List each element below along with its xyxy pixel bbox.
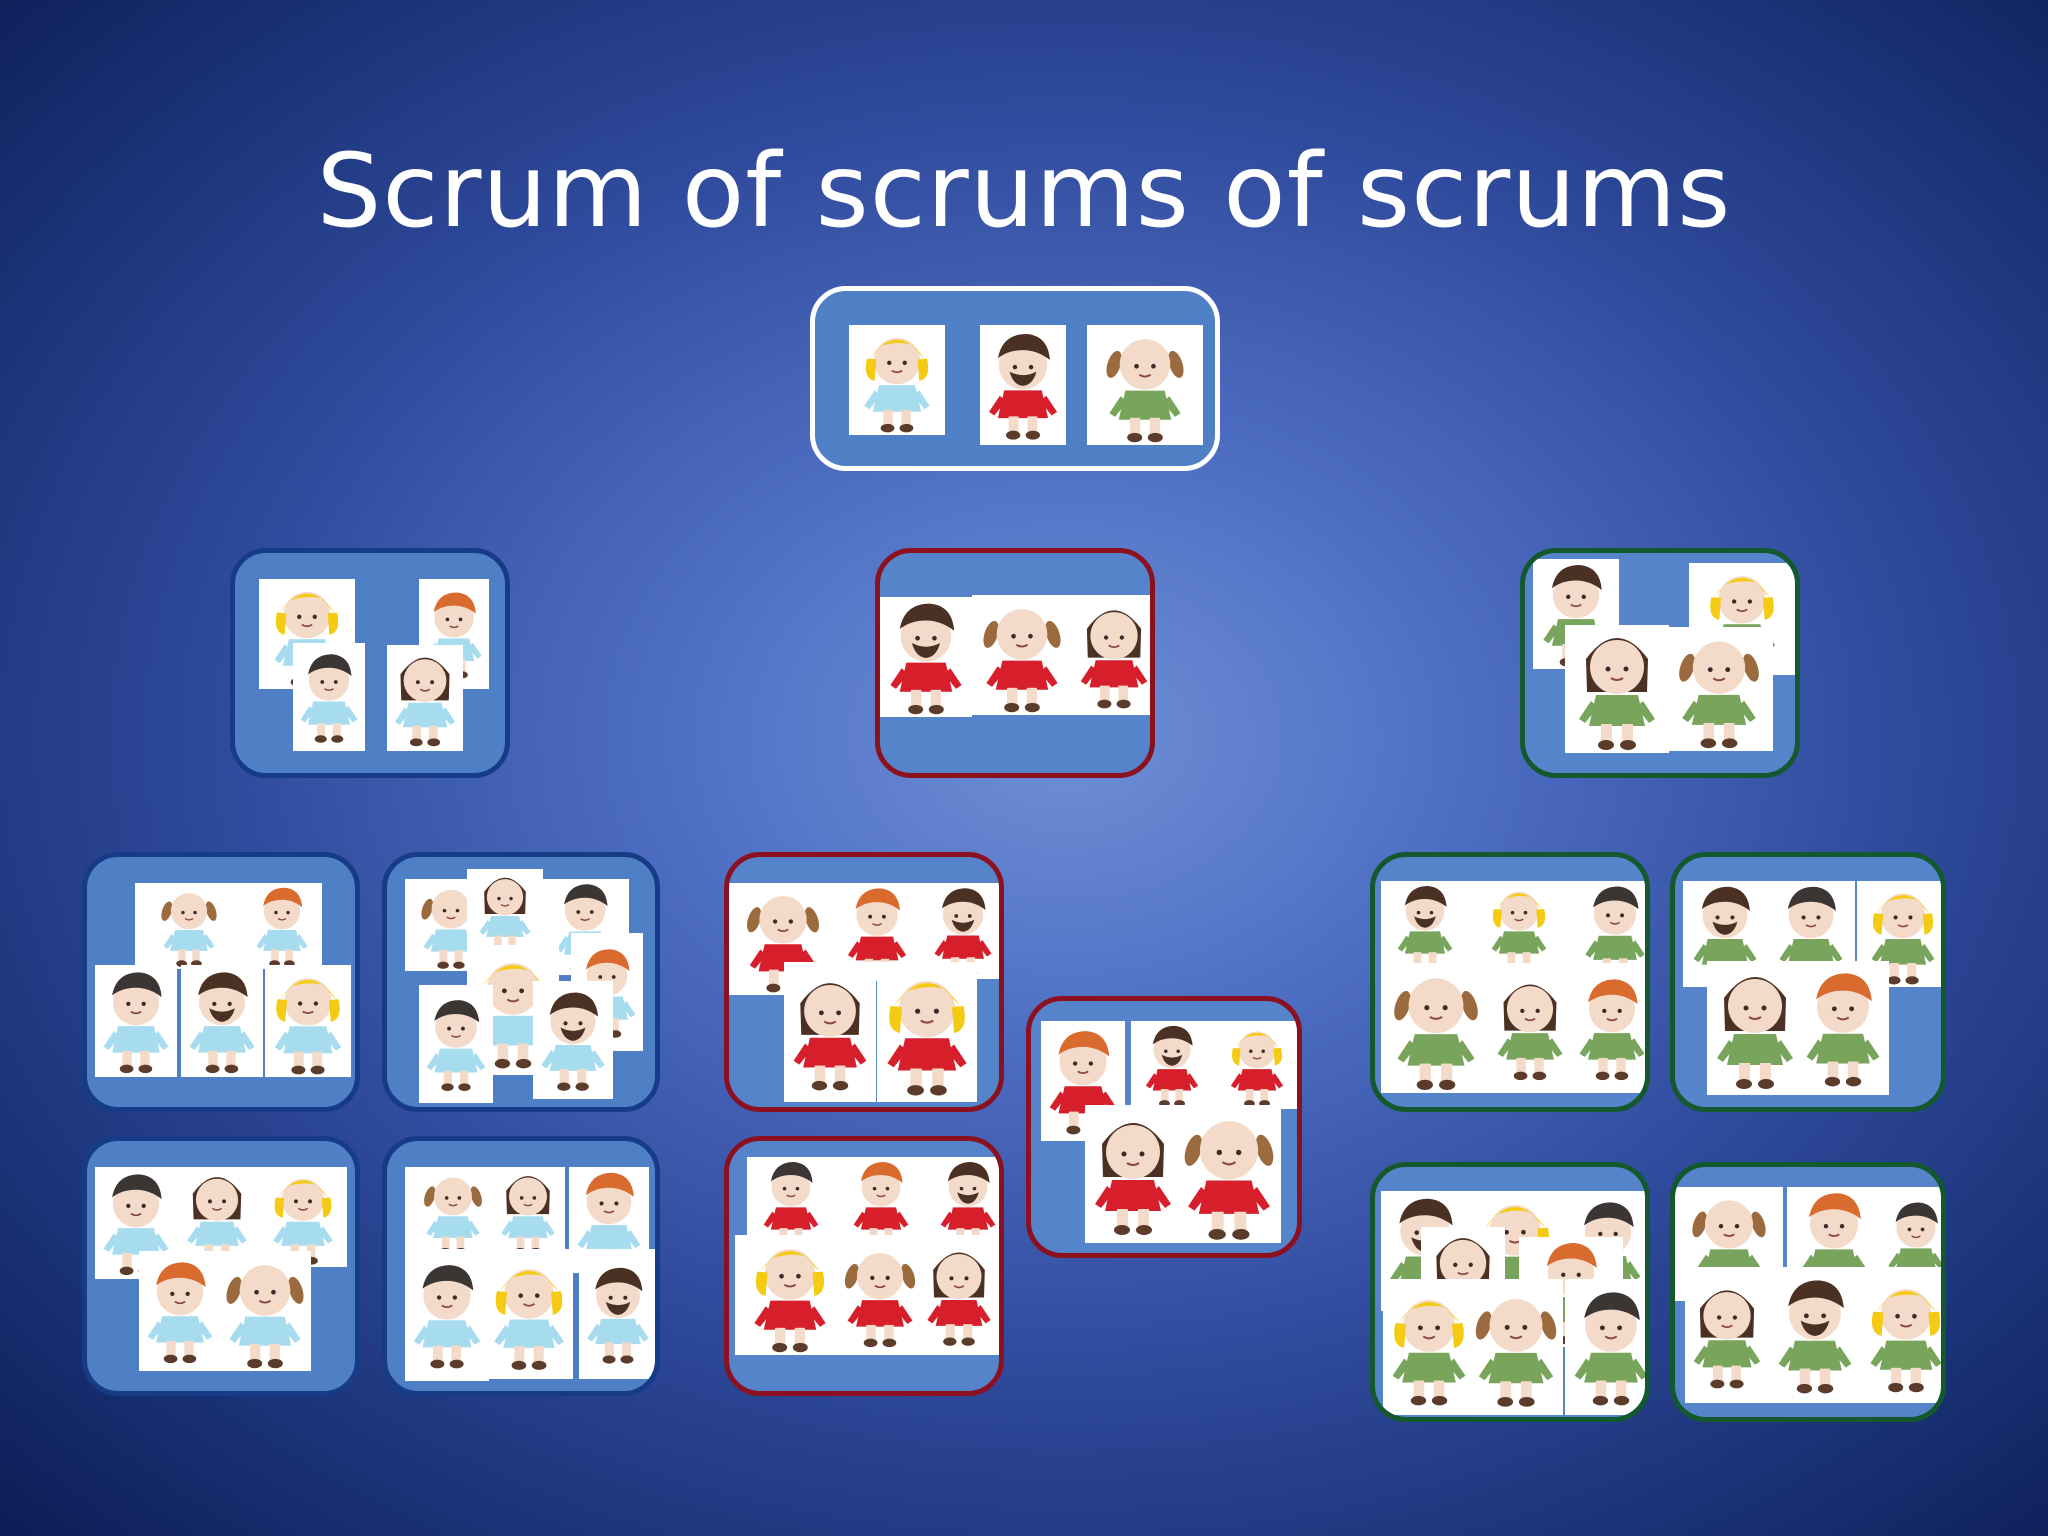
child-person-icon [919, 1235, 999, 1355]
child-person-icon [1085, 1105, 1181, 1243]
child-person-icon [467, 869, 543, 955]
child-person-icon [1381, 881, 1469, 973]
blue-team-box [230, 548, 510, 778]
child-person-icon [579, 1249, 655, 1379]
child-person-icon [1383, 1279, 1475, 1415]
child-person-icon [1469, 1279, 1563, 1415]
child-person-icon [1665, 627, 1773, 751]
child-person-icon [419, 985, 493, 1103]
child-person-icon [387, 645, 463, 751]
blue-subteam-1 [82, 852, 360, 1112]
child-person-icon [95, 965, 177, 1077]
child-person-icon [835, 1157, 927, 1249]
child-person-icon [175, 1167, 259, 1267]
child-person-icon [1881, 1187, 1941, 1301]
green-subteam-2 [1670, 852, 1946, 1112]
blue-subteam-2 [382, 852, 660, 1112]
red-team-box [875, 548, 1155, 778]
child-person-icon [747, 1157, 835, 1249]
child-person-icon [1797, 961, 1889, 1095]
child-person-icon [1571, 963, 1645, 1093]
blue-subteam-4 [382, 1136, 660, 1396]
top-level-team-box [810, 286, 1220, 471]
child-person-icon [405, 1167, 501, 1257]
child-person-icon [1707, 961, 1803, 1095]
child-person-icon [980, 325, 1066, 445]
child-person-icon [293, 643, 365, 751]
green-subteam-4 [1670, 1162, 1946, 1422]
slide-title: Scrum of scrums of scrums [316, 132, 1732, 251]
child-person-icon [1685, 1267, 1769, 1403]
child-person-icon [1565, 625, 1669, 753]
child-person-icon [533, 981, 613, 1099]
red-subteam-1 [724, 852, 1004, 1112]
red-subteam-2 [724, 1136, 1004, 1396]
child-person-icon [405, 1249, 489, 1381]
child-person-icon [1565, 1279, 1645, 1415]
child-person-icon [135, 883, 243, 969]
child-person-icon [735, 1235, 845, 1355]
child-person-icon [1769, 1267, 1861, 1403]
child-person-icon [839, 1235, 921, 1355]
child-person-icon [1177, 1105, 1281, 1243]
child-person-icon [877, 962, 977, 1102]
child-person-icon [139, 1251, 221, 1371]
green-team-box [1520, 548, 1800, 778]
child-person-icon [259, 1167, 347, 1267]
child-person-icon [972, 595, 1072, 715]
child-person-icon [181, 965, 263, 1077]
child-person-icon [927, 1157, 999, 1249]
child-person-icon [219, 1251, 311, 1371]
child-person-icon [1489, 963, 1571, 1093]
child-person-icon [1087, 325, 1203, 445]
red-subteam-3 [1026, 996, 1302, 1258]
child-person-icon [242, 883, 322, 969]
child-person-icon [849, 325, 945, 435]
child-person-icon [880, 597, 972, 717]
child-person-icon [1463, 881, 1575, 973]
child-person-icon [265, 965, 351, 1077]
child-person-icon [1861, 1267, 1941, 1403]
child-person-icon [784, 962, 876, 1102]
blue-subteam-3 [82, 1136, 360, 1396]
child-person-icon [1211, 1021, 1297, 1109]
child-person-icon [1072, 595, 1150, 715]
child-person-icon [485, 1249, 573, 1379]
green-subteam-3 [1370, 1162, 1650, 1422]
child-person-icon [491, 1167, 565, 1257]
child-person-icon [1131, 1021, 1213, 1109]
child-person-icon [1381, 963, 1491, 1093]
green-subteam-1 [1370, 852, 1650, 1112]
